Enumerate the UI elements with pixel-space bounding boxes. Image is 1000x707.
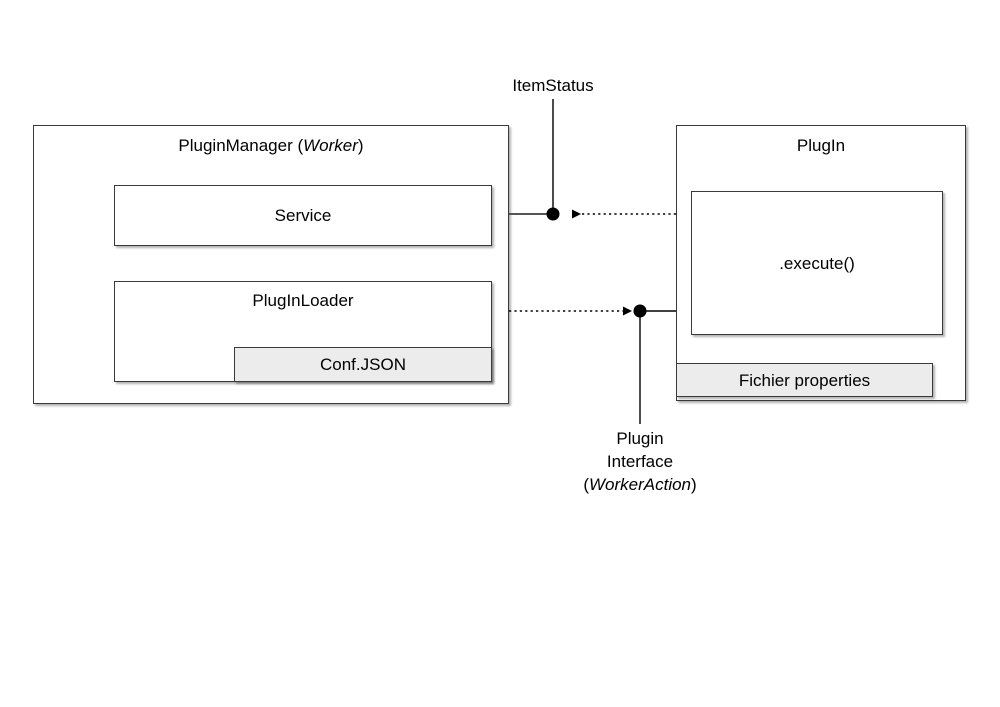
component-pluginmanager-title: PluginManager (Worker) [34, 136, 508, 156]
connector-label-plugin-interface: Plugin Interface (WorkerAction) [540, 427, 740, 496]
pluginmanager-title-stereotype: Worker [303, 136, 358, 155]
artifact-fichier-properties-label: Fichier properties [738, 371, 871, 390]
plugin-interface-stereotype: WorkerAction [588, 475, 692, 494]
operation-execute-label: .execute() [779, 254, 855, 273]
plugin-interface-paren-close: ) [691, 475, 697, 494]
component-service: Service [114, 185, 492, 246]
connector-label-itemstatus: ItemStatus [512, 76, 594, 95]
plugin-interface-ball [633, 304, 647, 318]
artifact-conf-json: Conf.JSON [234, 347, 492, 382]
operation-execute: .execute() [691, 191, 943, 335]
component-pluginloader-title: PlugInLoader [252, 291, 354, 310]
plugin-interface-label-line3: (WorkerAction) [540, 473, 740, 496]
pluginmanager-title-main: PluginManager ( [178, 136, 304, 155]
plugin-interface-label-line1: Plugin [616, 429, 664, 448]
component-service-label: Service [274, 206, 332, 225]
pluginmanager-title-close: ) [357, 136, 364, 155]
plugin-interface-paren-open: ( [583, 475, 589, 494]
plugin-interface-label-line2: Interface [606, 452, 674, 471]
component-plugin-title: PlugIn [796, 136, 846, 155]
itemstatus-ball [546, 207, 560, 221]
artifact-fichier-properties: Fichier properties [676, 363, 933, 397]
artifact-conf-json-label: Conf.JSON [320, 355, 406, 374]
